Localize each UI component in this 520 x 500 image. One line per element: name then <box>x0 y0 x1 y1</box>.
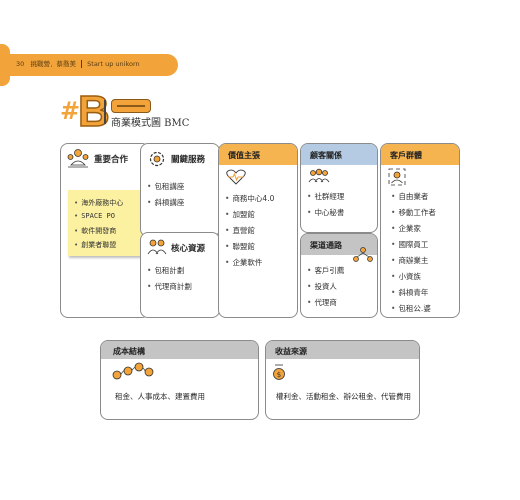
key-activities-title: 關鍵服務 <box>171 155 206 165</box>
bmc-logo-icon <box>111 99 151 113</box>
people-icon <box>308 168 330 183</box>
list-item: 企業軟件 <box>225 257 262 268</box>
list-item: 代理商 <box>307 297 337 308</box>
list-item: 社群經理 <box>307 191 344 202</box>
revenue-streams-text: 權利金、活動租金、辦公租金、代管費用 <box>276 392 411 401</box>
list-item: 小資族 <box>391 271 421 282</box>
list-item: 加盟館 <box>225 209 255 220</box>
list-item: 中心秘書 <box>307 207 344 218</box>
list-item: 商務中心4.0 <box>225 193 274 204</box>
list-item: 代理商計劃 <box>147 281 192 292</box>
heartbeat-icon <box>226 169 246 185</box>
customer-segments-header: 客戶群體 <box>381 144 459 165</box>
value-propositions-header: 價值主張 <box>219 144 297 165</box>
gear-icon <box>149 151 165 167</box>
card-channels: 渠道通路 客戶引薦 投資人 代理商 <box>300 233 378 318</box>
list-item: 投資人 <box>307 281 337 292</box>
team-icon <box>67 149 89 168</box>
header-bar <box>0 54 178 76</box>
list-item: 客戶引薦 <box>307 265 344 276</box>
running-header: 30 挑戰營．蔡喬美 Start up unikorn <box>16 58 140 68</box>
key-partners-title: 重要合作 <box>94 155 129 165</box>
list-item: 斜槓講座 <box>147 197 184 208</box>
card-revenue-streams: 收益來源 $ 權利金、活動租金、辦公租金、代管費用 <box>265 340 420 420</box>
card-customer-segments: 客戶群體 自由業者 移動工作者 企業家 國際員工 商辦業主 小資族 斜槓青年 包… <box>380 143 460 318</box>
section-hash: # <box>60 96 81 125</box>
card-customer-relationships: 顧客關係 社群經理 中心秘書 <box>300 143 378 233</box>
breadcrumb-author: 挑戰營．蔡喬美 <box>30 60 76 68</box>
value-propositions-title: 價值主張 <box>228 151 260 160</box>
sticky-note: 海外廠務中心 SPACE PO 軟件開發商 創業者聯盟 <box>68 190 142 256</box>
list-item: 自由業者 <box>391 191 428 202</box>
cost-structure-title: 成本結構 <box>113 347 145 356</box>
workers-icon <box>147 239 167 255</box>
key-resources-title: 核心資源 <box>171 244 206 254</box>
page-number: 30 <box>16 60 25 68</box>
list-item: 企業家 <box>391 223 421 234</box>
list-item: 商辦業主 <box>391 255 428 266</box>
list-item: 軟件開發商 <box>74 226 116 236</box>
channel-people-icon <box>353 247 373 262</box>
list-item: 創業者聯盟 <box>74 240 116 250</box>
user-profile-icon <box>388 168 406 186</box>
channels-header: 渠道通路 <box>301 234 377 255</box>
channels-title: 渠道通路 <box>310 241 342 250</box>
cost-structure-header: 成本結構 <box>101 341 258 359</box>
revenue-streams-title: 收益來源 <box>275 347 307 356</box>
card-key-activities: 關鍵服務 包租講座 斜槓講座 <box>140 143 220 237</box>
list-item: SPACE PO <box>74 212 115 220</box>
list-item: 包租計劃 <box>147 265 184 276</box>
customer-segments-title: 客戶群體 <box>390 151 422 160</box>
dollar-coin-icon: $ <box>273 364 285 380</box>
svg-text:$: $ <box>277 371 281 379</box>
customer-relationships-header: 顧客關係 <box>301 144 377 165</box>
revenue-streams-header: 收益來源 <box>266 341 419 359</box>
list-item: 移動工作者 <box>391 207 436 218</box>
breadcrumb-book: Start up unikorn <box>87 60 140 68</box>
list-item: 聯盟館 <box>225 241 255 252</box>
list-item: 直營館 <box>225 225 255 236</box>
section-title: 商業模式圖 BMC <box>111 118 190 129</box>
card-cost-structure: 成本結構 租金、人事成本、建置費用 <box>100 340 259 420</box>
list-item: 包租講座 <box>147 181 184 192</box>
card-value-propositions: 價值主張 商務中心4.0 加盟館 直營館 聯盟館 企業軟件 <box>218 143 298 318</box>
cost-structure-text: 租金、人事成本、建置費用 <box>115 392 205 401</box>
coins-icon <box>112 362 154 380</box>
list-item: 包租公.婆 <box>391 303 430 314</box>
card-key-resources: 核心資源 包租計劃 代理商計劃 <box>140 232 220 318</box>
list-item: 斜槓青年 <box>391 287 428 298</box>
customer-relationships-title: 顧客關係 <box>310 151 342 160</box>
breadcrumb-separator <box>81 60 83 68</box>
title-divider <box>104 100 106 124</box>
list-item: 國際員工 <box>391 239 428 250</box>
list-item: 海外廠務中心 <box>74 198 123 208</box>
